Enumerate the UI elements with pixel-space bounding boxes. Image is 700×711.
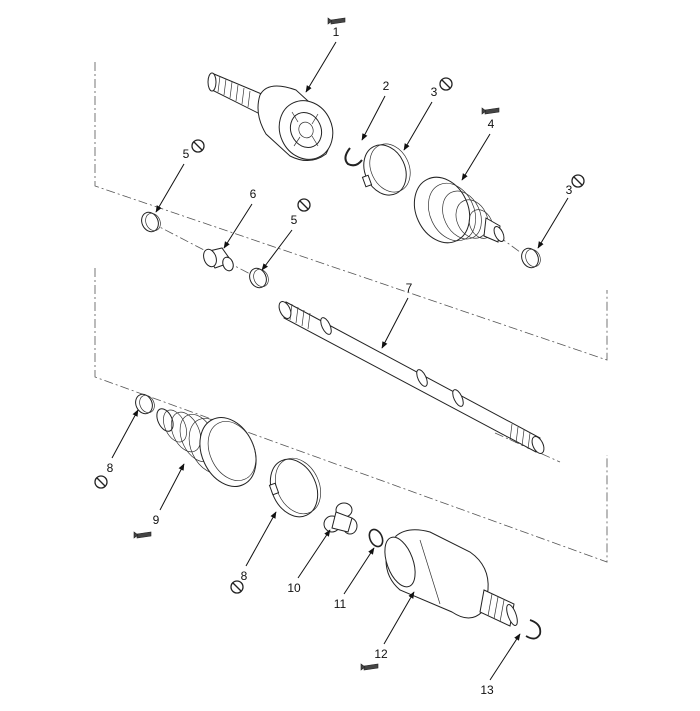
callout-labels: 1 2 3 4 5 6 5 3 7 8 9 8 10 11 12 13 xyxy=(107,25,573,697)
callout-8-label: 8 xyxy=(107,461,114,475)
no-reuse-icon xyxy=(571,174,585,188)
drive-shaft-part xyxy=(278,301,545,454)
callout-12-label: 12 xyxy=(374,647,388,661)
callout-1-label: 1 xyxy=(333,25,340,39)
callout-9-label: 9 xyxy=(153,513,160,527)
grease-icon xyxy=(133,531,152,539)
no-reuse-icon xyxy=(230,580,244,594)
upper-axis-line xyxy=(149,221,259,279)
callout-3b-label: 3 xyxy=(566,183,573,197)
no-reuse-icon xyxy=(94,475,108,489)
snap-ring-part xyxy=(368,528,384,548)
circlip-lower-part xyxy=(525,619,542,640)
callout-8b-label: 8 xyxy=(241,569,248,583)
circlip-part xyxy=(344,147,363,167)
callout-3-label: 3 xyxy=(431,85,438,99)
damper-part xyxy=(203,247,234,272)
grease-icon xyxy=(360,663,379,671)
callout-5b-label: 5 xyxy=(291,213,298,227)
boot-band-large-upper-part xyxy=(361,143,411,196)
callout-2-label: 2 xyxy=(383,79,390,93)
callout-5-label: 5 xyxy=(183,147,190,161)
callout-13-label: 13 xyxy=(480,683,494,697)
no-reuse-icon xyxy=(191,139,205,153)
inner-joint-housing-part xyxy=(384,529,518,627)
leader-lines xyxy=(111,41,569,681)
callout-10-label: 10 xyxy=(287,581,301,595)
no-reuse-icon xyxy=(297,198,311,212)
spider-assembly-part xyxy=(323,502,358,535)
outer-cv-joint-part xyxy=(207,72,334,161)
no-reuse-icon xyxy=(439,77,453,91)
lower-assembly-outline xyxy=(94,268,608,563)
outer-boot-part xyxy=(413,176,505,244)
inner-boot-part xyxy=(156,408,257,487)
boot-band-small-middle-part xyxy=(249,267,269,289)
boot-band-small-lower-part xyxy=(135,393,155,415)
callout-6-label: 6 xyxy=(250,187,257,201)
boot-band-small-left-part xyxy=(141,211,161,233)
upper-assembly-outline xyxy=(94,62,608,361)
callout-11-label: 11 xyxy=(334,597,347,611)
callout-7-label: 7 xyxy=(406,281,413,295)
callout-4-label: 4 xyxy=(488,117,495,131)
boot-band-small-right-part xyxy=(521,247,541,269)
grease-icon xyxy=(481,107,500,115)
grease-icon xyxy=(327,17,346,25)
boot-band-large-lower-part xyxy=(268,457,321,518)
